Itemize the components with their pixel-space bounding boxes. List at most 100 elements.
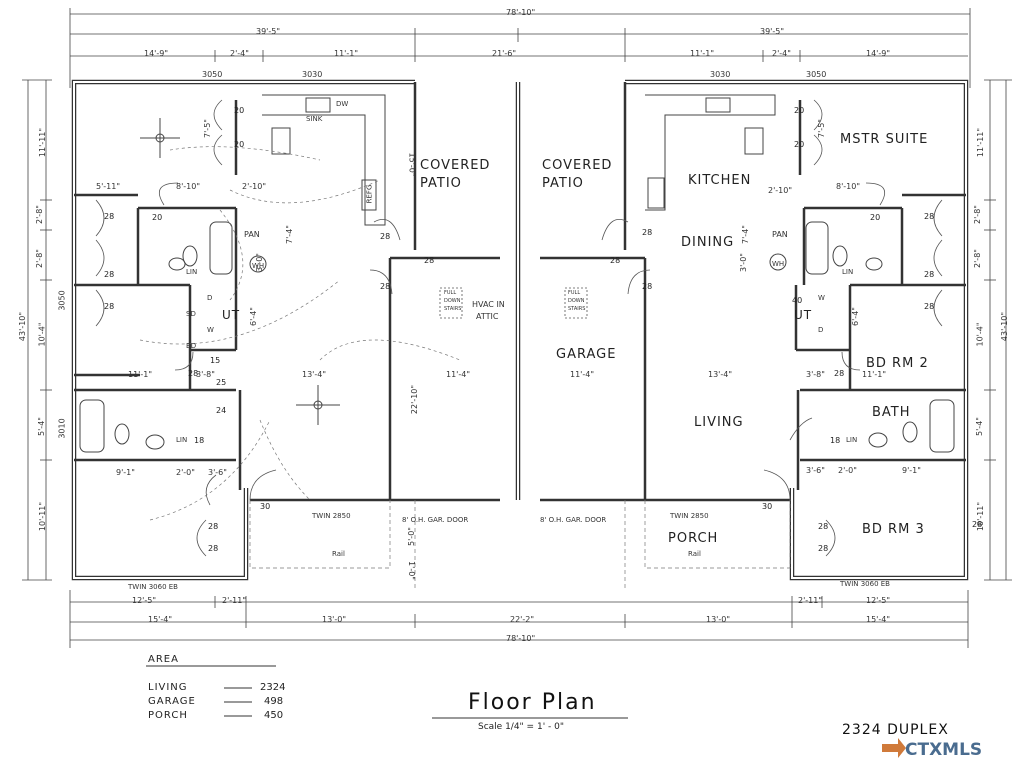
dim-5-11: 5'-11" [96,182,121,191]
note-d-right: D [818,326,824,334]
dim-6-4-right: 6'-4" [850,307,860,326]
dim-2-10-right: 2'-10" [768,186,793,195]
dim-7-4-left: 7'-4" [284,225,294,244]
door-num-28-r: 28 [818,544,829,553]
dim-15-0: 15'-0" [407,152,417,177]
dim-side-2-8-right: 2'-8" [972,205,982,224]
dim-3-8-right: 3'-8" [806,370,825,379]
dim-22-10: 22'-10" [410,384,420,415]
note-sink: SINK [306,115,323,123]
room-covered-patio-right-2: PATIO [542,176,584,191]
note-sd: SD [186,310,196,318]
door-num-28-n: 28 [924,270,935,279]
dim-8-10-left: 8'-10" [176,182,201,191]
door-num-28-m: 28 [924,212,935,221]
dim-2-10-left: 2'-10" [242,182,267,191]
interior-walls [74,82,966,502]
dim-11-4-left: 11'-4" [446,370,471,379]
attic-stairs [439,287,588,319]
project-name: 2324 DUPLEX [842,722,949,738]
dim-bottom-12-5-left: 12'-5" [132,596,157,605]
dim-side-5-4-right: 5'-4" [974,417,984,436]
area-garage-label: GARAGE [148,696,196,707]
ctxmls-logo-mark [882,738,906,758]
note-wh-right: WH [772,260,785,268]
door-num-28-j: 28 [610,256,621,265]
exterior-walls-inner [73,81,967,579]
door-num-20-a: 20 [234,106,245,115]
dim-1-0: 1'-0" [406,561,416,580]
door-num-20-b: 20 [234,140,245,149]
porch-outline [249,500,791,590]
door-num-20-c: 20 [152,213,163,222]
door-num-24: 24 [216,406,227,415]
area-living-label: LIVING [148,682,188,693]
door-num-20-d: 20 [794,106,805,115]
dim-3-6-left: 3'-6" [208,468,227,477]
note-stairs-right-1: FULL [568,290,581,296]
note-lin-2: LIN [176,436,188,444]
door-num-30-right: 30 [762,502,773,511]
dim-9-1-left: 9'-1" [116,468,135,477]
note-lin-1: LIN [186,268,198,276]
dim-side-10-4-left: 10'-4" [37,322,47,347]
dim-bottom-13-0-right: 13'-0" [706,615,731,624]
door-num-28-g: 28 [208,522,219,531]
kitchen-counters [262,94,776,226]
dim-11-4-right: 11'-4" [570,370,595,379]
door-num-20-f: 20 [870,213,881,222]
door-num-20-e: 20 [794,140,805,149]
dim-side-2-8-left-2: 2'-8" [34,249,44,268]
door-num-28-q: 28 [818,522,829,531]
door-num-28-k: 28 [642,228,653,237]
room-hvac-2: ATTIC [476,312,499,321]
door-num-28-d: 28 [380,232,391,241]
note-rail-right: Rail [688,550,701,558]
note-twin-3060-left: TWIN 3060 EB [128,583,178,591]
area-garage-value: 498 [264,696,284,707]
dim-side-10-11-left: 10'-11" [38,501,48,532]
door-num-28-e: 28 [380,282,391,291]
room-bath: BATH [872,405,911,420]
note-twin-2850-right: TWIN 2850 [670,512,709,520]
door-num-18-right: 18 [830,436,841,445]
room-living: LIVING [694,415,744,430]
room-ut-right: UT [794,308,813,322]
room-covered-patio-right-1: COVERED [542,158,613,173]
dim-13-4-left: 13'-4" [302,370,327,379]
dim-side-10-4-right: 10'-4" [975,322,985,347]
dim-7-5-left: 7'-5" [202,119,212,138]
note-pan-right: PAN [772,230,788,239]
door-num-25: 25 [216,378,227,387]
dim-bottom-2-11-left: 2'-11" [222,596,247,605]
title-rules [146,665,628,719]
door-num-28-p: 28 [972,520,983,529]
win-3050-right: 3050 [806,70,827,79]
room-mstr-suite: MSTR SUITE [840,132,929,147]
drawing-title: Floor Plan [468,690,597,715]
dim-8-10-right: 8'-10" [836,182,861,191]
win-3030-left: 3030 [302,70,323,79]
dim-5-0: 5'-0" [406,527,416,546]
dim-bottom-2-11-right: 2'-11" [798,596,823,605]
dimension-lines [22,8,1012,648]
note-stairs-left-1: FULL [444,290,457,296]
note-gar-door-left: 8' O.H. GAR. DOOR [402,516,469,524]
dim-13-4-right: 13'-4" [708,370,733,379]
drawing-scale: Scale 1/4" = 1' - 0" [478,722,564,732]
door-num-28-c: 28 [104,302,115,311]
door-num-40: 40 [792,296,803,305]
note-refg: REFG [365,184,374,204]
door-num-15: 15 [210,356,221,365]
dim-side-11-11-left: 11'-11" [38,127,48,158]
area-living-value: 2324 [260,682,286,693]
ctxmls-logo-text: CTXMLS [905,740,983,760]
room-hvac-1: HVAC IN [472,300,505,309]
win-3010-side: 3010 [57,418,67,439]
note-wh-left: WH [252,262,265,270]
door-num-28-l: 28 [642,282,653,291]
room-covered-patio-left-1: COVERED [420,158,491,173]
note-stairs-left-2: DOWN [444,298,461,304]
dim-side-5-4-left: 5'-4" [36,417,46,436]
